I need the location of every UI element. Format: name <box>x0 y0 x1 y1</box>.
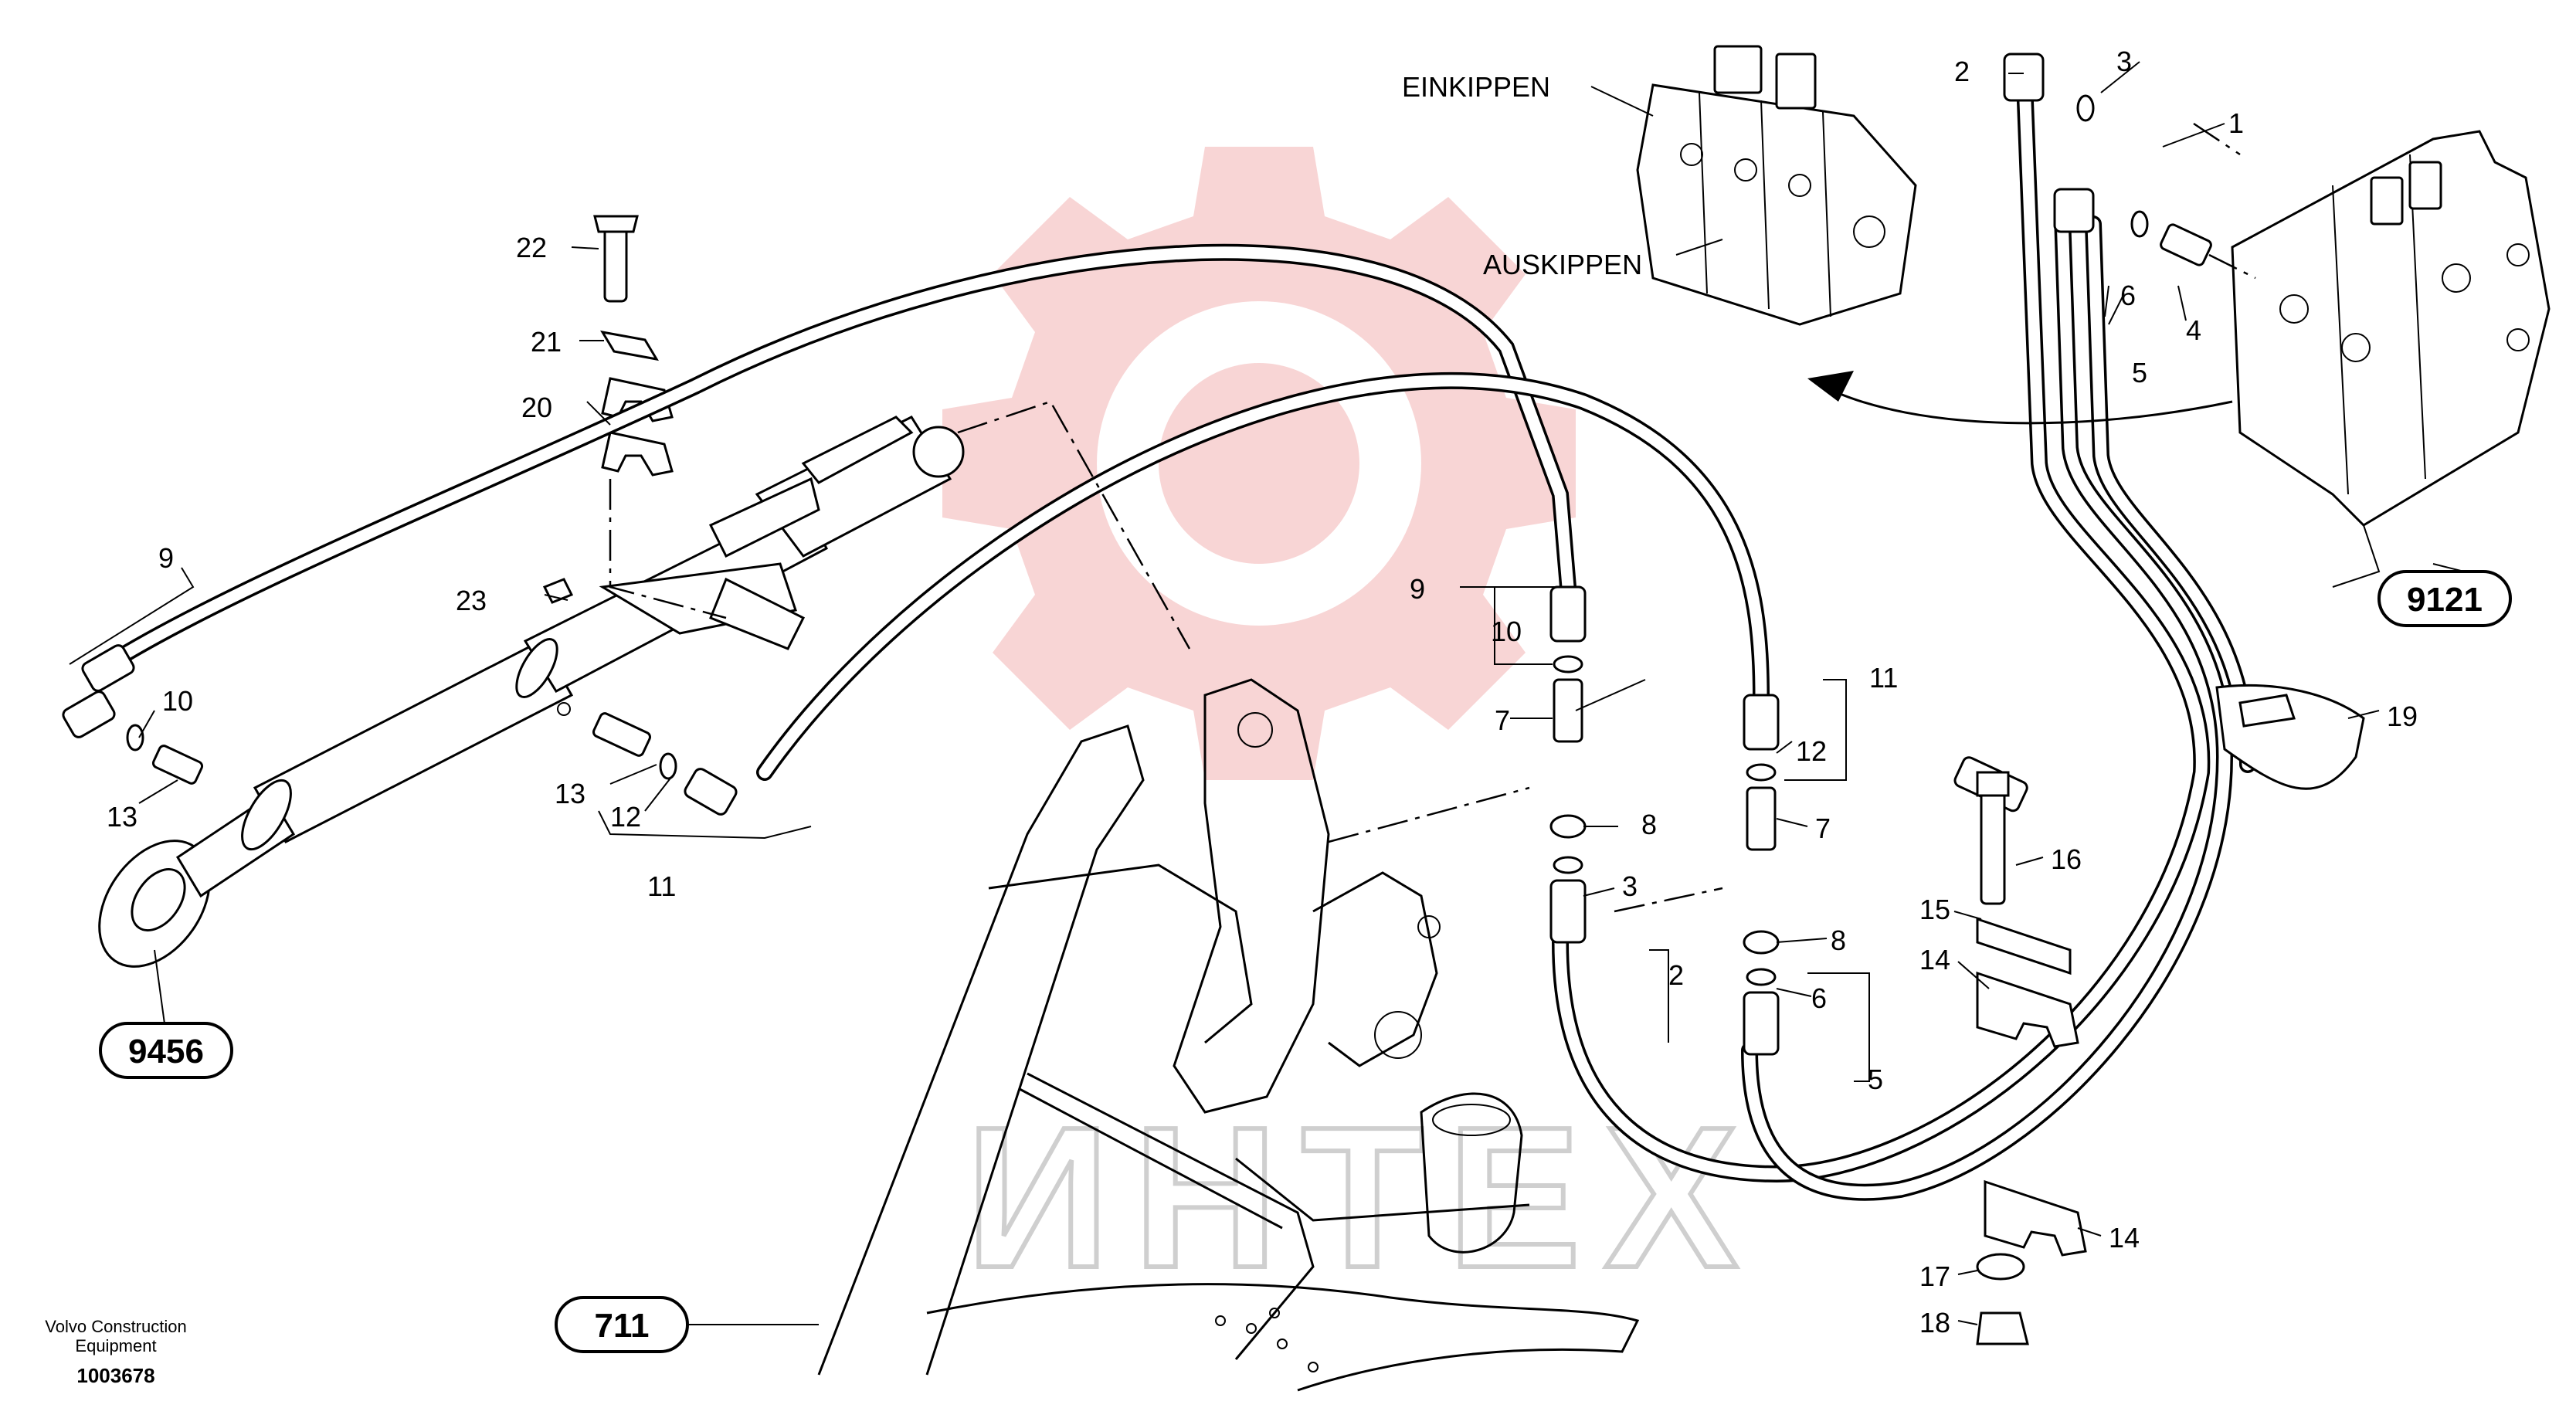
label-part-6: 6 <box>1811 982 1827 1014</box>
label-part-13-mid: 13 <box>555 778 585 809</box>
label-part-6-top: 6 <box>2120 280 2136 311</box>
tilt-cylinder <box>98 416 965 968</box>
label-part-3: 3 <box>1622 870 1638 902</box>
label-part-11-left: 11 <box>647 870 676 902</box>
brand-line-2: Equipment <box>75 1336 156 1355</box>
clamp-assembly <box>542 215 727 619</box>
reference-9121: 9121 <box>2377 570 2512 627</box>
footer: Volvo Construction Equipment 1003678 <box>45 1317 186 1387</box>
part-labels: EINKIPPEN AUSKIPPEN 1 2 2 3 3 4 5 5 6 6 … <box>107 46 2418 1338</box>
arrow-head-icon <box>1807 371 1854 402</box>
label-part-4: 4 <box>2186 314 2201 346</box>
label-part-14-bottom: 14 <box>2109 1222 2140 1254</box>
label-part-7-left: 7 <box>1495 704 1510 736</box>
label-part-10-right: 10 <box>1491 616 1522 647</box>
label-part-2-top: 2 <box>1954 56 1970 87</box>
label-part-12-right: 12 <box>1796 735 1827 767</box>
label-part-1: 1 <box>2228 107 2244 139</box>
fittings <box>62 53 2365 1345</box>
dashdot-line-5 <box>2208 253 2256 280</box>
label-part-21: 21 <box>531 326 562 358</box>
label-part-10-left: 10 <box>162 685 193 717</box>
label-auskippen: AUSKIPPEN <box>1483 249 1642 280</box>
label-part-16: 16 <box>2051 843 2082 875</box>
dashdot-line-3 <box>1614 887 1723 913</box>
label-part-12-left: 12 <box>610 801 641 833</box>
watermark-gear-icon <box>942 147 1576 780</box>
label-part-20: 20 <box>521 392 552 423</box>
dashdot-line-2 <box>1328 786 1530 843</box>
brand-line-1: Volvo Construction <box>45 1317 186 1336</box>
label-part-19: 19 <box>2387 701 2418 732</box>
control-valve-small <box>1636 45 1917 326</box>
label-part-13-left: 13 <box>107 801 137 833</box>
label-part-9-right: 9 <box>1410 573 1425 605</box>
reference-label-cylinder: 9456 <box>128 1033 204 1070</box>
reference-arrow <box>1822 385 2233 425</box>
label-part-11-right: 11 <box>1869 662 1898 694</box>
label-part-17: 17 <box>1919 1260 1950 1292</box>
label-einkippen: EINKIPPEN <box>1402 71 1550 103</box>
label-part-9-left: 9 <box>158 542 174 574</box>
reference-711: 711 <box>555 1296 689 1353</box>
label-part-5-top: 5 <box>2132 357 2147 388</box>
label-part-5: 5 <box>1868 1064 1883 1095</box>
reference-label-valve: 9121 <box>2407 581 2483 619</box>
label-part-23: 23 <box>456 585 487 616</box>
reference-9456: 9456 <box>99 1022 233 1079</box>
reference-label-frame: 711 <box>595 1307 650 1345</box>
watermark-text: ИНТЕХ <box>966 1086 1761 1310</box>
label-part-8-left: 8 <box>1641 809 1657 840</box>
leader-lines <box>69 61 2480 1325</box>
dashdot-line-4 <box>2193 122 2241 156</box>
label-part-22: 22 <box>516 232 547 263</box>
loader-frame <box>817 678 1640 1392</box>
label-part-2: 2 <box>1668 959 1684 991</box>
label-part-14-top: 14 <box>1919 944 1950 975</box>
label-part-8-right: 8 <box>1831 925 1846 956</box>
control-valve-large <box>2231 130 2551 527</box>
label-part-7-right: 7 <box>1815 813 1831 844</box>
label-part-15: 15 <box>1919 894 1950 925</box>
document-number: 1003678 <box>76 1364 154 1387</box>
label-part-3-top: 3 <box>2116 46 2132 77</box>
label-part-18: 18 <box>1919 1307 1950 1338</box>
